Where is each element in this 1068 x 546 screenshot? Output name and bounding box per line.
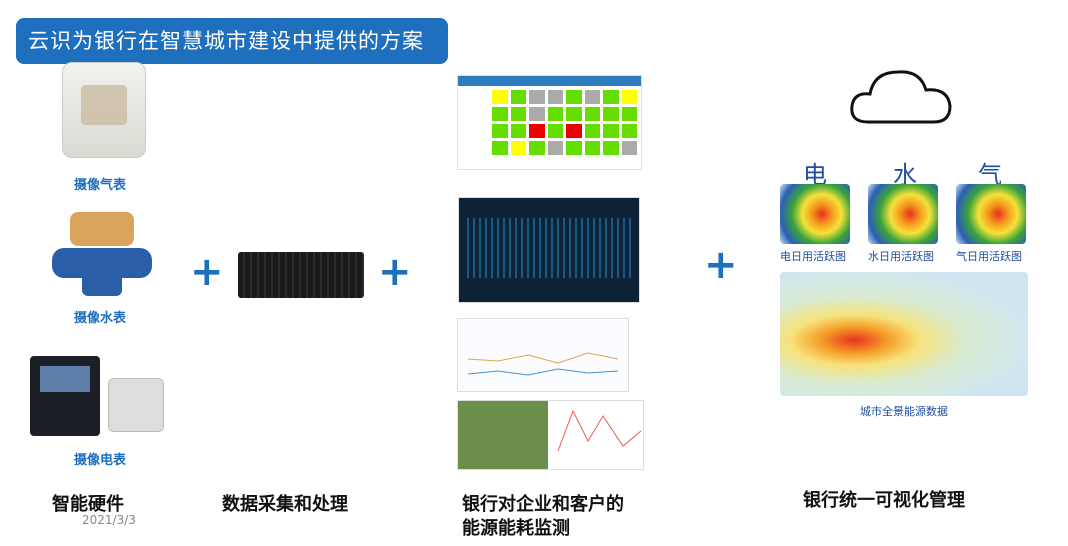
slide-title: 云识为银行在智慧城市建设中提供的方案 (16, 18, 448, 64)
gateway-box-image (238, 252, 364, 298)
electric-heatmap-label: 电日用活跃图 (780, 250, 846, 263)
electric-meter-label: 摄像电表 (73, 453, 126, 468)
city-energy-map-label: 城市全景能源数据 (860, 405, 948, 418)
caption-monitor-line2: 能源能耗监测 (462, 518, 570, 539)
electric-heatmap-image (780, 184, 850, 244)
monitor-dark-dashboard-image (458, 197, 640, 303)
city-energy-map-image (780, 272, 1028, 396)
plus-icon: + (378, 249, 412, 295)
gas-heatmap-label: 气日用活跃图 (956, 250, 1022, 263)
water-heatmap-label: 水日用活跃图 (868, 250, 934, 263)
gas-heatmap-image (956, 184, 1026, 244)
caption-monitor-line1: 银行对企业和客户的 (462, 494, 624, 515)
gas-meter-label: 摄像气表 (73, 178, 126, 193)
water-heatmap-image (868, 184, 938, 244)
caption-hardware: 智能硬件 (52, 494, 124, 515)
caption-data: 数据采集和处理 (222, 494, 348, 515)
gas-meter-image (62, 62, 146, 158)
caption-visual: 银行统一可视化管理 (803, 490, 965, 511)
water-meter-label: 摄像水表 (73, 311, 126, 326)
plus-icon: + (190, 249, 224, 295)
slide-date: 2021/3/3 (82, 513, 136, 527)
cloud-icon (850, 70, 952, 124)
plus-icon: + (704, 242, 738, 288)
electric-meter-image (30, 356, 166, 440)
monitor-map-chart-image (457, 400, 644, 470)
water-meter-image (52, 212, 152, 298)
monitor-line-chart-image (457, 318, 629, 392)
monitor-dashboard-grid-image (457, 75, 642, 170)
